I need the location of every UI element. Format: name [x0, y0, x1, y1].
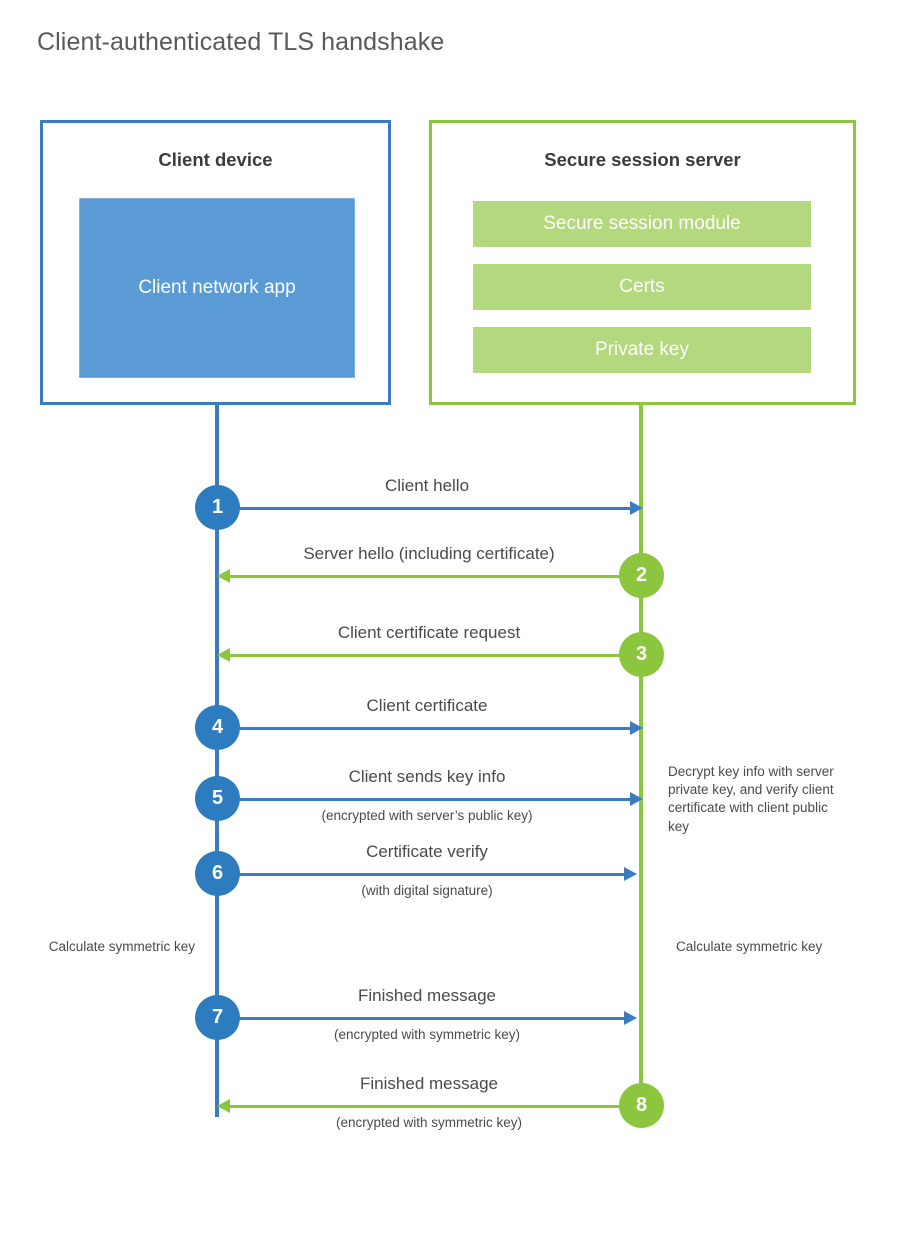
message-1-line: [217, 507, 637, 510]
message-7-label: Finished message: [358, 986, 496, 1005]
message-7-arrowhead: [624, 1011, 637, 1025]
server-bar-certs: Certs: [473, 264, 811, 310]
step-circle-1: 1: [195, 485, 240, 530]
message-4-arrowhead: [630, 721, 643, 735]
step-circle-4: 4: [195, 705, 240, 750]
server-decrypt-annotation: Decrypt key info with server private key…: [668, 764, 834, 834]
message-5-line: [217, 798, 637, 801]
step-circle-7: 7: [195, 995, 240, 1040]
message-2-arrowhead: [217, 569, 230, 583]
client-network-app-block: Client network app: [79, 198, 355, 378]
client-calculate-symmetric-key-annotation: Calculate symmetric key: [48, 939, 195, 954]
message-8-line: [221, 1105, 641, 1108]
message-5-label: Client sends key info: [348, 767, 506, 786]
message-2-label: Server hello (including certificate): [303, 544, 555, 563]
message-8-arrowhead: [217, 1099, 230, 1113]
server-calculate-symmetric-key-annotation: Calculate symmetric key: [676, 939, 823, 954]
message-1-arrowhead: [630, 501, 643, 515]
message-6-line: [217, 873, 631, 876]
message-8-label: Finished message: [360, 1074, 498, 1093]
server-title: Secure session server: [544, 149, 741, 170]
message-1-label: Client hello: [384, 476, 470, 495]
secure-session-server-box: Secure session server Secure session mod…: [429, 120, 856, 405]
message-2-line: [221, 575, 641, 578]
message-4-label: Client certificate: [366, 696, 488, 715]
server-bar-private-key: Private key: [473, 327, 811, 373]
message-3-label: Client certificate request: [337, 623, 521, 642]
client-lifeline: [215, 405, 219, 1117]
message-3-line: [221, 654, 641, 657]
step-circle-6: 6: [195, 851, 240, 896]
step-circle-2: 2: [619, 553, 664, 598]
message-3-arrowhead: [217, 648, 230, 662]
step-circle-5: 5: [195, 776, 240, 821]
message-6-label: Certificate verify: [366, 842, 488, 861]
message-6-arrowhead: [624, 867, 637, 881]
message-5-sublabel: (encrypted with server’s public key): [321, 808, 533, 823]
client-device-title: Client device: [158, 149, 273, 170]
message-4-line: [217, 727, 637, 730]
server-bar-secure-session-module: Secure session module: [473, 201, 811, 247]
server-lifeline: [639, 405, 643, 1105]
step-circle-8: 8: [619, 1083, 664, 1128]
message-7-line: [217, 1017, 631, 1020]
step-circle-3: 3: [619, 632, 664, 677]
client-device-box: Client device Client network app: [40, 120, 391, 405]
message-6-sublabel: (with digital signature): [361, 883, 493, 898]
message-7-sublabel: (encrypted with symmetric key): [333, 1027, 521, 1042]
page-title: Client-authenticated TLS handshake: [37, 28, 445, 56]
message-5-arrowhead: [630, 792, 643, 806]
message-8-sublabel: (encrypted with symmetric key): [335, 1115, 523, 1130]
